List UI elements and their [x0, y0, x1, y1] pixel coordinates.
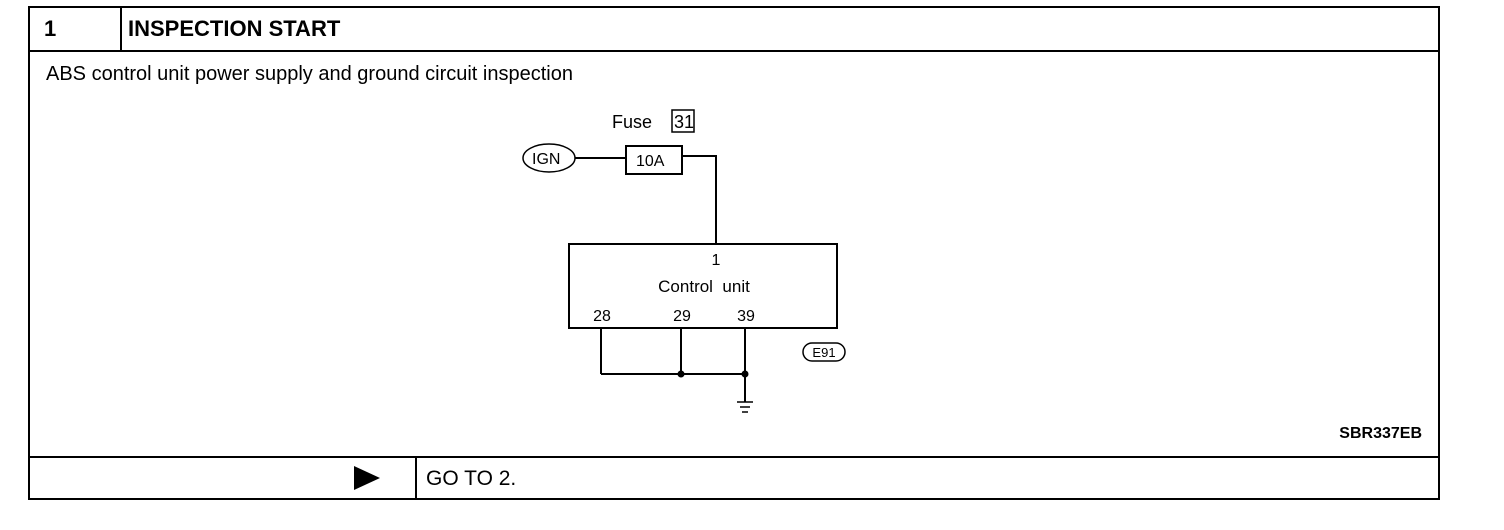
goto-instruction: GO TO 2. — [426, 467, 517, 490]
arrow-right-icon — [354, 466, 380, 490]
step-number: 1 — [30, 8, 122, 50]
pin-28: 28 — [593, 308, 611, 325]
wiring-diagram: Fuse 31 IGN 10A 1 Control unit 28 29 39 — [522, 109, 846, 413]
connector-label: E91 — [812, 345, 835, 360]
arrow-cell — [30, 458, 417, 500]
junction-dot — [741, 370, 749, 378]
footer-row: GO TO 2. — [30, 456, 1438, 500]
step-title: INSPECTION START — [128, 16, 341, 41]
junction-dot — [677, 370, 685, 378]
fuse-box — [625, 145, 683, 175]
fuse-rating: 10A — [636, 153, 665, 170]
pin-1: 1 — [712, 252, 721, 269]
pin-39: 39 — [737, 308, 755, 325]
figure-code: SBR337EB — [1339, 425, 1422, 442]
control-unit-label: Control unit — [658, 277, 750, 296]
header-row: 1 INSPECTION START — [30, 8, 1438, 52]
fuse-number: 31 — [674, 112, 694, 132]
inspection-table: 1 INSPECTION START ABS control unit powe… — [28, 6, 1440, 500]
fuse-label: Fuse — [612, 112, 652, 132]
step-description: ABS control unit power supply and ground… — [46, 63, 573, 85]
connector-badge — [802, 342, 846, 362]
pin-29: 29 — [673, 308, 691, 325]
fuse-output-wire — [682, 155, 717, 244]
ign-label: IGN — [532, 151, 560, 168]
ground-icon — [737, 401, 753, 413]
control-unit-box — [568, 243, 838, 329]
fuse-number-box — [671, 109, 695, 133]
